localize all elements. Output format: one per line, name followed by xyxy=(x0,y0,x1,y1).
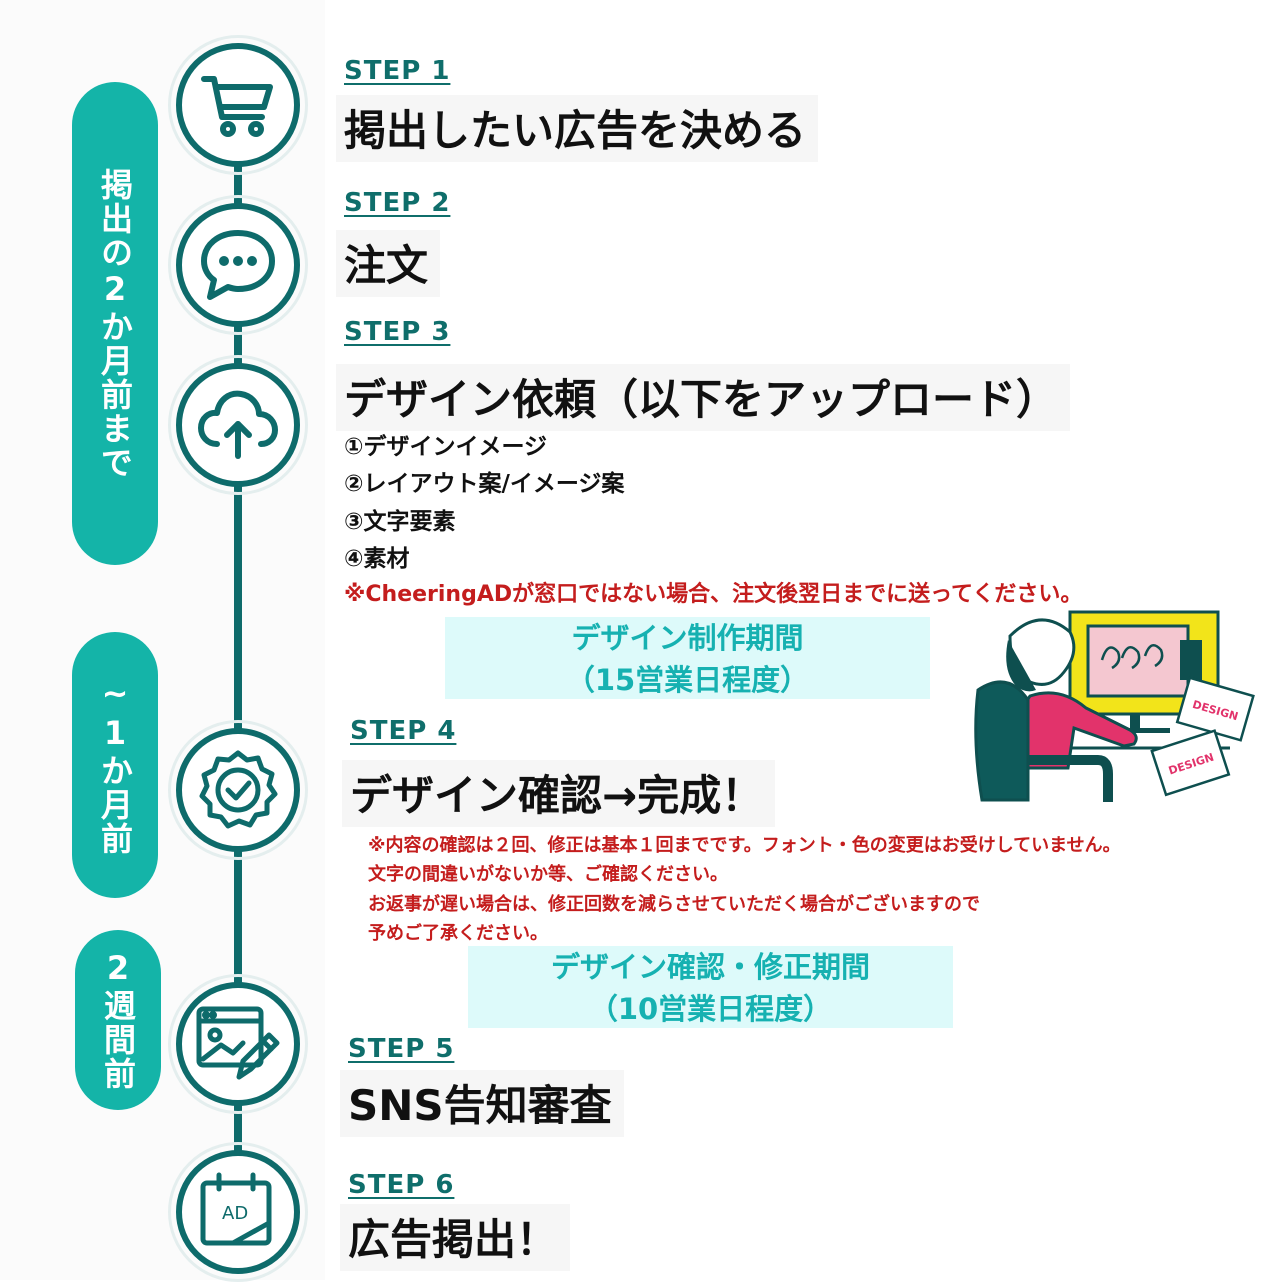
phase-pill-two-months: 掲出の2か月前まで xyxy=(72,82,158,565)
step3-item-2: ②レイアウト案/イメージ案 xyxy=(344,471,625,497)
design-period-title: デザイン制作期間 xyxy=(571,621,804,655)
step1-icon-circle xyxy=(168,35,308,175)
step4-note-1: ※内容の確認は２回、修正は基本１回までです。フォント・色の変更はお受けしていませ… xyxy=(368,835,1121,856)
calendar-ad-icon: AD xyxy=(200,1172,272,1246)
step3-item-1: ①デザインイメージ xyxy=(344,434,548,460)
cloud-upload-icon xyxy=(198,390,278,459)
phase-pill-two-weeks: 2週間前 xyxy=(75,930,161,1110)
step5-icon-circle xyxy=(168,974,308,1114)
step3-label: STEP 3 xyxy=(344,317,451,347)
step1-title: 掲出したい広告を決める xyxy=(336,95,819,162)
review-period-duration: （10営業日程度） xyxy=(588,992,833,1026)
review-period-title: デザイン確認・修正期間 xyxy=(550,950,870,984)
badge-check-icon xyxy=(199,750,278,829)
step3-item-4: ④素材 xyxy=(344,546,410,572)
step6-icon-circle: AD xyxy=(168,1142,308,1282)
step4-note-4: 予めご了承ください。 xyxy=(368,923,548,944)
step2-title: 注文 xyxy=(336,230,441,297)
step4-note-3: お返事が遅い場合は、修正回数を減らさせていただく場合がございますので xyxy=(368,894,980,915)
step4-note-2: 文字の間違いがないか等、ご確認ください。 xyxy=(368,864,728,885)
step3-item-3: ③文字要素 xyxy=(344,509,456,535)
step2-icon-circle xyxy=(168,195,308,335)
designer-illustration: DESIGN DESIGN xyxy=(974,610,1255,802)
design-period-box: デザイン制作期間 （15営業日程度） xyxy=(445,617,930,699)
step4-title: デザイン確認→完成！ xyxy=(342,760,776,827)
step6-title: 広告掲出！ xyxy=(340,1204,571,1271)
step3-icon-circle xyxy=(168,355,308,495)
chat-bubble-icon xyxy=(201,230,275,300)
step5-label: STEP 5 xyxy=(348,1034,455,1064)
step6-label: STEP 6 xyxy=(348,1170,455,1200)
calendar-ad-text: AD xyxy=(222,1203,248,1224)
step3-title: デザイン依頼（以下をアップロード） xyxy=(336,364,1071,431)
cart-icon xyxy=(201,76,273,137)
step1-label: STEP 1 xyxy=(344,56,451,86)
review-period-box: デザイン確認・修正期間 （10営業日程度） xyxy=(468,946,953,1028)
step4-icon-circle xyxy=(168,720,308,860)
phase-pill-one-month: ~1か月前 xyxy=(72,632,158,898)
image-edit-icon xyxy=(196,1006,280,1080)
step5-title: SNS告知審査 xyxy=(340,1070,624,1137)
step2-label: STEP 2 xyxy=(344,188,451,218)
design-period-duration: （15営業日程度） xyxy=(565,663,810,697)
step4-label: STEP 4 xyxy=(350,716,457,746)
step3-note: ※CheeringADが窓口ではない場合、注文後翌日までに送ってください。 xyxy=(344,582,1083,607)
timeline-line xyxy=(234,100,242,1250)
